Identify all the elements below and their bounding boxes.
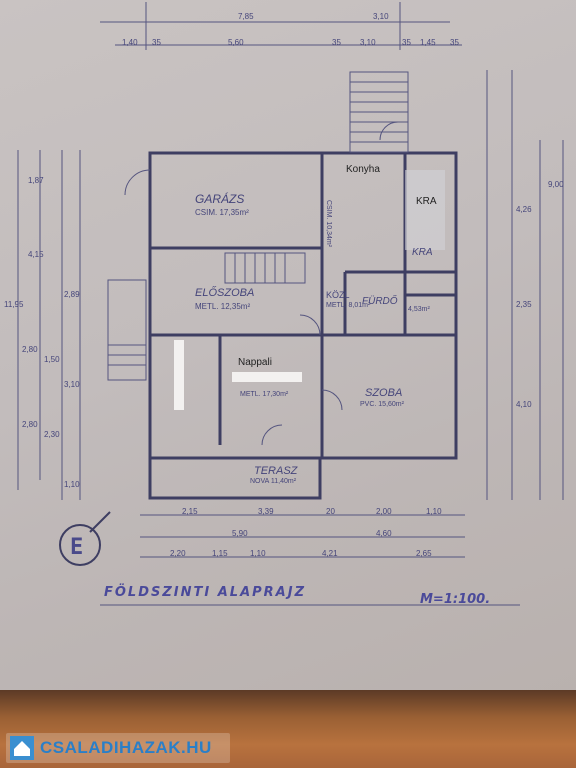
room-garazs: GARÁZS: [195, 192, 245, 206]
dim-left-1: 1,87: [28, 176, 44, 185]
overlay-kra: KRA: [416, 196, 437, 207]
dim-row2-2: 5,60: [228, 38, 244, 47]
room-konyha-area: CSIM. 10,34m²: [325, 200, 332, 248]
room-kozl-area: METL. 8,01m²: [326, 302, 371, 309]
dim-row2-5: 35: [402, 38, 411, 47]
dim-left-9: 1,10: [64, 480, 80, 489]
dim-left-5: 1,50: [44, 355, 60, 364]
dim-bottom-3-0: 2,20: [170, 549, 186, 558]
room-furdo: FÜRDŐ: [362, 296, 398, 307]
plan-title: FÖLDSZINTI ALAPRAJZ: [104, 585, 307, 600]
dim-bottom-1-3: 2,00: [376, 507, 392, 516]
redaction-patch: [232, 372, 302, 382]
dim-bottom-2-0: 5,90: [232, 529, 248, 538]
dim-left-6: 3,10: [64, 380, 80, 389]
room-eloszoba: ELŐSZOBA: [195, 287, 255, 299]
dim-left-7: 2,80: [22, 420, 38, 429]
plan-scale: M=1:100.: [420, 592, 491, 607]
redaction-patch: [174, 340, 184, 410]
dim-row2-0: 1,40: [122, 38, 138, 47]
room-furdo-area: 4,53m²: [408, 306, 430, 313]
dim-bottom-3-2: 1,10: [250, 549, 266, 558]
dim-bottom-3-3: 4,21: [322, 549, 338, 558]
dim-row2-3: 35: [332, 38, 341, 47]
dim-right-2: 2,35: [516, 300, 532, 309]
overlay-nappali: Nappali: [238, 357, 272, 368]
house-logo-icon: [10, 736, 34, 760]
room-garazs-area: CSIM. 17,35m²: [195, 208, 249, 217]
room-terasz-area: NOVA 11,40m²: [250, 478, 297, 485]
room-nappali-area: METL. 17,30m²: [240, 391, 289, 398]
dim-row2-1: 35: [152, 38, 161, 47]
dim-bottom-1-4: 1,10: [426, 507, 442, 516]
dim-left-4: 2,80: [22, 345, 38, 354]
floor-plan-paper: [0, 0, 576, 700]
dim-row2-6: 1,45: [420, 38, 436, 47]
dim-right-3: 4,10: [516, 400, 532, 409]
room-szoba-area: PVC. 15,60m²: [360, 401, 404, 408]
room-kozl: KÖZL: [326, 290, 350, 300]
dim-row2-7: 35: [450, 38, 459, 47]
watermark: CSALADIHAZAK.HU: [6, 733, 230, 763]
dim-left-8: 2,30: [44, 430, 60, 439]
dim-bottom-1-0: 2,15: [182, 507, 198, 516]
dim-top-total: 7,85: [238, 12, 254, 21]
dim-left-2: 4,15: [28, 250, 44, 259]
dim-left-3: 2,89: [64, 290, 80, 299]
room-eloszoba-area: METL. 12,35m²: [195, 302, 251, 311]
dim-bottom-2-1: 4,60: [376, 529, 392, 538]
dim-top-right: 3,10: [373, 12, 389, 21]
kra-highlight: [405, 170, 445, 250]
room-kra: KRA: [412, 247, 433, 258]
dim-row2-4: 3,10: [360, 38, 376, 47]
dim-bottom-3-1: 1,15: [212, 549, 228, 558]
dim-bottom-3-4: 2,65: [416, 549, 432, 558]
wooden-table-background: [0, 690, 576, 768]
overlay-konyha: Konyha: [346, 164, 380, 175]
dim-right-1: 4,26: [516, 205, 532, 214]
svg-text:E: E: [70, 535, 83, 560]
dim-right-0: 9,00: [548, 180, 564, 189]
room-terasz: TERASZ: [254, 465, 298, 477]
room-szoba: SZOBA: [365, 387, 403, 399]
dim-left-0: 11,95: [4, 300, 24, 309]
watermark-text: CSALADIHAZAK.HU: [40, 738, 212, 757]
dim-bottom-1-2: 20: [326, 507, 335, 516]
dim-bottom-1-1: 3,39: [258, 507, 274, 516]
